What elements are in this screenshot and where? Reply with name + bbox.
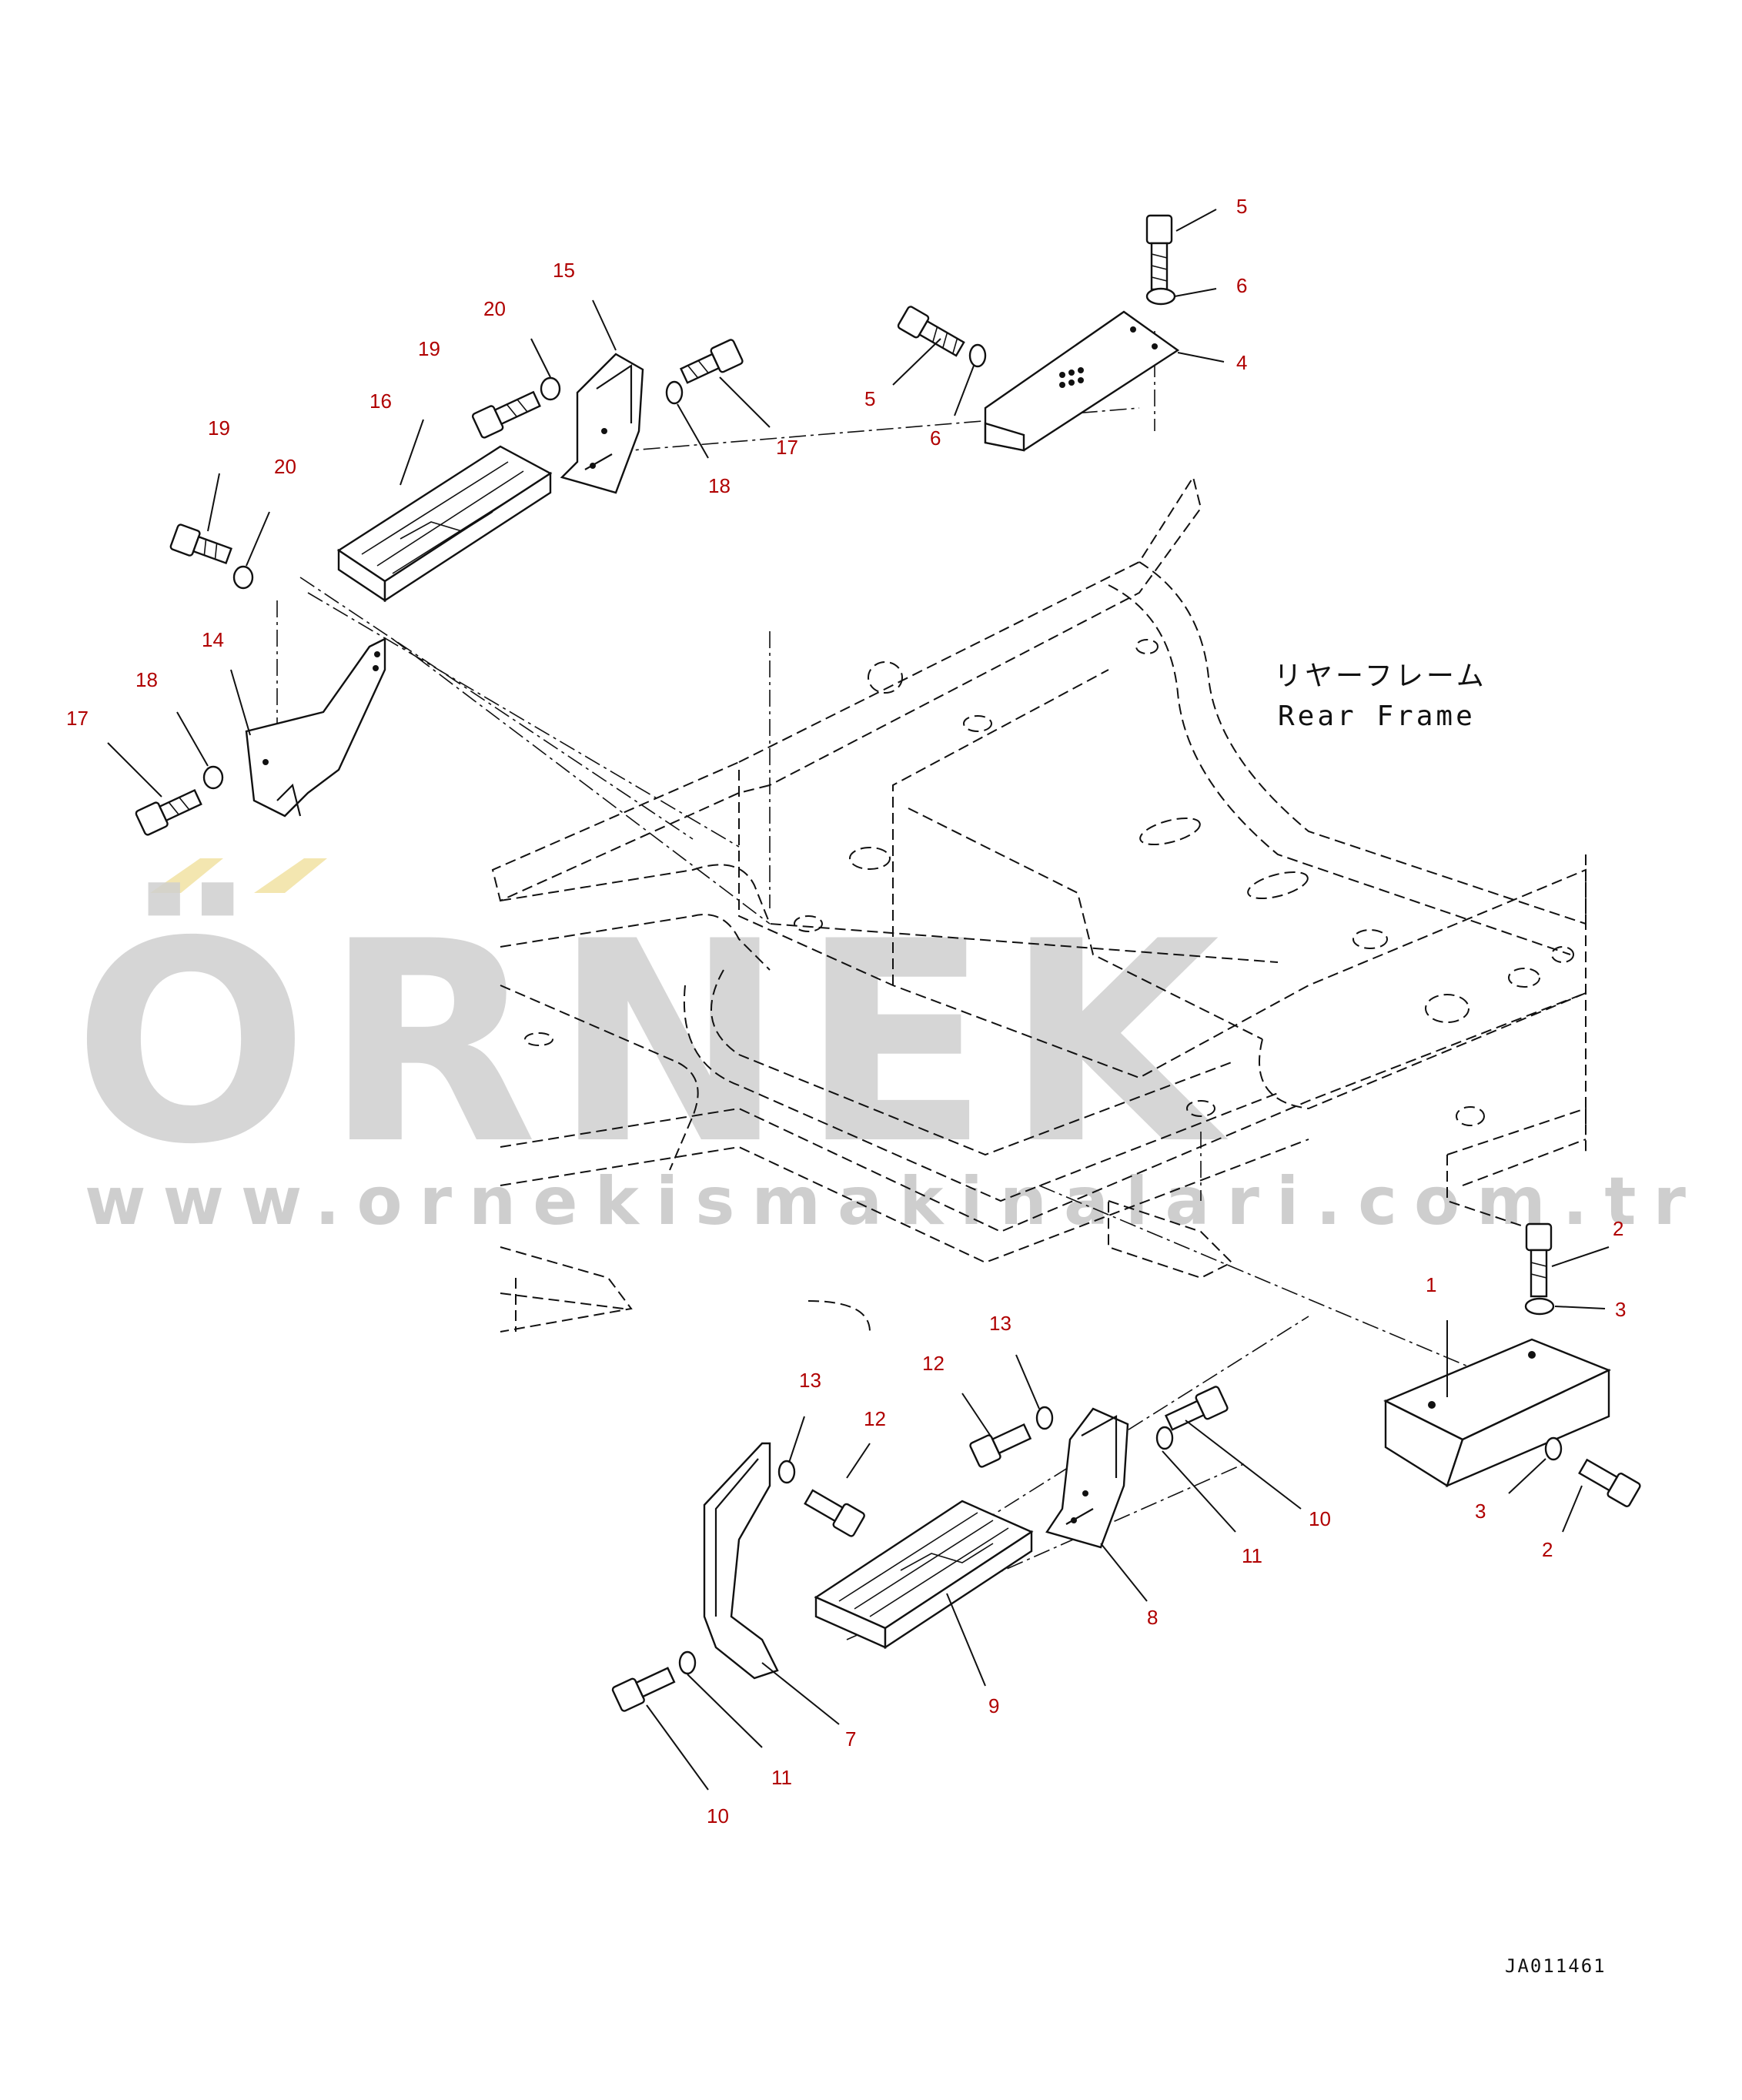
bolt-10-left [611, 1667, 676, 1712]
washers [202, 287, 1563, 1675]
part-14-bracket [245, 637, 386, 818]
callout-17: 17 [776, 436, 798, 459]
bolts [135, 214, 1641, 1712]
callout-4: 4 [1236, 351, 1247, 374]
callout-19: 19 [208, 416, 230, 440]
watermark-url: www.ornekismakinalari.com.tr [85, 1163, 1703, 1240]
part-9-step [814, 1500, 1034, 1650]
watermark-accent-left [150, 858, 223, 893]
washer-18-left [202, 765, 224, 790]
callout-18: 18 [135, 668, 158, 691]
callout-10: 10 [707, 1804, 729, 1827]
part-4-holes [1059, 326, 1158, 388]
callout-5: 5 [864, 387, 875, 410]
callout-9: 9 [988, 1694, 999, 1717]
washer-13-right [1035, 1406, 1054, 1430]
callout-20: 20 [274, 455, 296, 478]
washer-6-top [1145, 287, 1176, 306]
callout-1: 1 [1426, 1273, 1436, 1296]
watermark-logo: ÖRNEK [73, 880, 1235, 1205]
part-1-cover [1383, 1338, 1611, 1488]
callout-5: 5 [1236, 195, 1247, 218]
part-15-bracket [560, 353, 644, 494]
washer-3-bottom [1544, 1436, 1563, 1461]
part-8-bracket [1045, 1407, 1129, 1549]
part-4-cover [984, 310, 1180, 452]
watermark: ÖRNEK www.ornekismakinalari.com.tr [73, 858, 1703, 1240]
bolt-5-left [897, 306, 965, 357]
washer-11-left [678, 1650, 697, 1675]
callout-15: 15 [553, 259, 575, 282]
callout-20: 20 [483, 297, 506, 320]
rear-frame [491, 475, 1587, 1333]
callout-8: 8 [1147, 1606, 1158, 1629]
callout-13: 13 [989, 1312, 1011, 1335]
frame-label-jp: リヤーフレーム [1274, 660, 1487, 692]
callout-19: 19 [418, 337, 440, 360]
callout-16: 16 [369, 390, 392, 413]
bolt-2-bottom [1578, 1458, 1641, 1507]
washer-6-left [968, 343, 987, 368]
callout-6: 6 [930, 426, 941, 450]
bolt-2-top [1525, 1222, 1553, 1298]
callout-12: 12 [922, 1352, 945, 1375]
callout-14: 14 [202, 628, 224, 651]
part-7-bracket [703, 1442, 779, 1680]
washer-20-upper [540, 376, 561, 401]
bolt-12-right [969, 1423, 1032, 1468]
part-1-hole [1428, 1401, 1436, 1409]
callout-11: 11 [1242, 1544, 1262, 1567]
washer-18-upper [665, 380, 684, 405]
callouts: 5 6 4 5 6 15 20 19 16 17 18 19 20 14 18 … [66, 195, 1626, 1827]
bolt-5-top [1145, 214, 1173, 291]
washer-20-left [232, 565, 254, 590]
washer-3-top [1524, 1297, 1555, 1316]
washer-13-left [777, 1460, 796, 1484]
callout-17: 17 [66, 707, 89, 730]
part-16-step [336, 445, 553, 603]
drawing-code: JA011461 [1505, 1955, 1607, 1977]
callout-12: 12 [864, 1407, 886, 1430]
watermark-accent-right [254, 858, 327, 893]
washer-11-right [1155, 1426, 1174, 1450]
bolt-19-left [169, 523, 232, 565]
part-1-hole [1528, 1351, 1536, 1359]
callout-13: 13 [799, 1369, 821, 1392]
bolt-17-upper [679, 339, 744, 384]
leader-lines [107, 209, 1610, 1791]
callout-2: 2 [1542, 1538, 1553, 1561]
bolt-12-left [804, 1489, 865, 1537]
callout-3: 3 [1475, 1500, 1486, 1523]
callout-6: 6 [1236, 274, 1247, 297]
callout-18: 18 [708, 474, 731, 497]
callout-10: 10 [1309, 1507, 1331, 1530]
callout-2: 2 [1613, 1217, 1623, 1240]
frame-label-en: Rear Frame [1278, 701, 1476, 732]
callout-7: 7 [845, 1727, 856, 1751]
bolt-17-left [135, 788, 202, 836]
bolt-19-upper [471, 390, 541, 439]
callout-11: 11 [771, 1766, 792, 1789]
bolt-10-right [1164, 1386, 1229, 1431]
callout-3: 3 [1615, 1298, 1626, 1321]
